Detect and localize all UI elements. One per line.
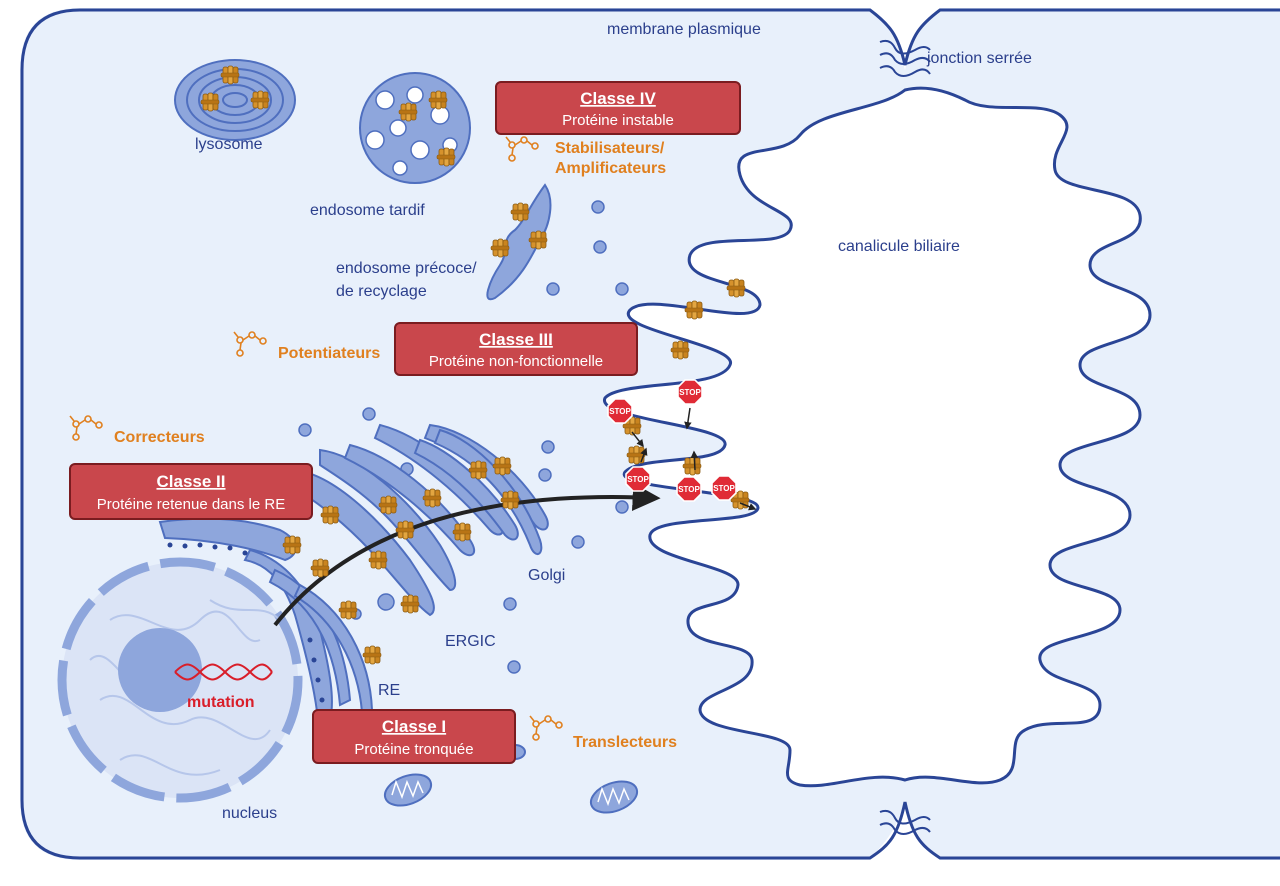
class-iii-title: Classe III [479, 330, 553, 349]
early-endosome [486, 183, 552, 301]
nucleus [57, 557, 303, 803]
tight-junction-bottom [879, 809, 931, 835]
early-endosome-label-1: endosome précoce/ [336, 260, 477, 277]
plasma-membrane [20, 8, 1280, 860]
class-iv-box: Classe IV Protéine instable [495, 81, 741, 135]
bile-canaliculus-label: canalicule biliaire [838, 238, 960, 255]
svg-text:STOP: STOP [627, 475, 649, 484]
mutation-label: mutation [187, 694, 255, 711]
small-arrows [631, 407, 757, 511]
translectors-label: Translecteurs [573, 734, 677, 751]
mitochondrion-icon [589, 780, 639, 814]
protein-icon [200, 92, 220, 112]
late-endosome [359, 72, 471, 184]
protein-icon [490, 238, 510, 258]
protein-icon [436, 147, 456, 167]
er-label: RE [378, 682, 400, 699]
svg-text:STOP: STOP [713, 484, 735, 493]
protein-icon [428, 90, 448, 110]
tight-junction-label: jonction serrée [926, 50, 1032, 67]
endoplasmic-reticulum [158, 517, 374, 721]
class-iv-subtitle: Protéine instable [562, 112, 674, 129]
ergic-label: ERGIC [445, 633, 496, 650]
class-i-title: Classe I [382, 717, 446, 736]
svg-text:STOP: STOP [679, 388, 701, 397]
plasma-membrane-label: membrane plasmique [607, 21, 761, 38]
class-iii-box: Classe III Protéine non-fonctionnelle [394, 322, 638, 376]
tight-junction-top [879, 39, 931, 77]
class-ii-box: Classe II Protéine retenue dans le RE [69, 463, 313, 520]
stabilizers-label-2: Amplificateurs [555, 160, 666, 177]
golgi-label: Golgi [528, 567, 565, 584]
class-iii-subtitle: Protéine non-fonctionnelle [429, 353, 603, 370]
protein-icon [528, 230, 548, 250]
class-i-subtitle: Protéine tronquée [354, 741, 473, 758]
class-i-box: Classe I Protéine tronquée [312, 709, 516, 764]
class-ii-subtitle: Protéine retenue dans le RE [97, 496, 285, 513]
protein-icon [398, 102, 418, 122]
late-endosome-label: endosome tardif [310, 202, 425, 219]
vesicles [298, 200, 629, 674]
stabilizers-label-1: Stabilisateurs/ [555, 140, 665, 157]
dna-icon [174, 663, 273, 681]
potentiators-label: Potentiateurs [278, 345, 380, 362]
protein-icon [510, 202, 530, 222]
correctors-label: Correcteurs [114, 429, 205, 446]
lysosome [174, 59, 296, 141]
lysosome-label: lysosome [195, 136, 263, 153]
class-ii-title: Classe II [157, 472, 226, 491]
svg-text:STOP: STOP [678, 485, 700, 494]
nucleus-label: nucleus [222, 805, 277, 822]
mitochondrion-icon [383, 773, 433, 807]
class-iv-title: Classe IV [580, 89, 656, 108]
svg-text:STOP: STOP [609, 407, 631, 416]
early-endosome-label-2: de recyclage [336, 283, 427, 300]
protein-icon [250, 90, 270, 110]
bile-canaliculus[interactable] [603, 86, 1152, 788]
golgi [343, 423, 549, 557]
stop-signs: STOP STOP STOP STOP STOP [607, 379, 737, 502]
arrow-icon [273, 482, 661, 627]
protein-icon [220, 65, 240, 85]
